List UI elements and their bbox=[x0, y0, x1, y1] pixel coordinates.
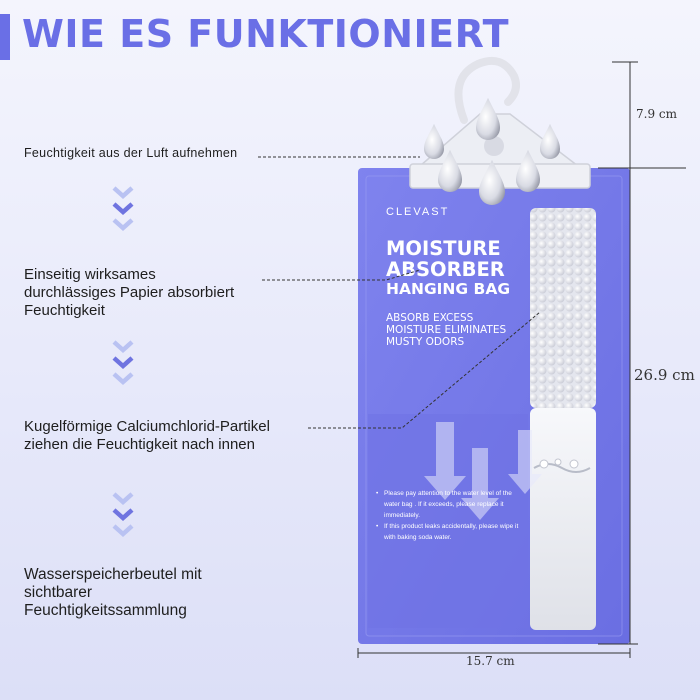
step-3-line-2: ziehen die Feuchtigkeit nach innen bbox=[24, 436, 255, 453]
step-4-line-1: Wasserspeicherbeutel mit bbox=[24, 566, 202, 583]
chevron-down-icon bbox=[108, 340, 138, 390]
step-2-line-1: Einseitig wirksames bbox=[24, 266, 156, 283]
step-1-text: Feuchtigkeit aus der Luft aufnehmen bbox=[24, 144, 237, 162]
product-subtitle-line-3: MUSTY ODORS bbox=[386, 336, 465, 348]
step-4-line-3: Feuchtigkeitssammlung bbox=[24, 602, 187, 619]
chevron-down-icon bbox=[108, 492, 138, 542]
page-title: WIE ES FUNKTIONIERT bbox=[22, 12, 510, 56]
bag-height-label: 26.9 cm bbox=[634, 366, 695, 384]
hook-height-label: 7.9 cm bbox=[636, 107, 677, 121]
step-2-line-2: durchlässiges Papier absorbiert bbox=[24, 284, 235, 301]
step-1-line-1: Feuchtigkeit aus der Luft aufnehmen bbox=[24, 146, 238, 160]
step-4-text: Wasserspeicherbeutel mit sichtbarer Feuc… bbox=[24, 566, 202, 620]
product-subtitle: ABSORB EXCESS MOISTURE ELIMINATES MUSTY … bbox=[386, 312, 506, 348]
product-note-2: If this product leaks accidentally, plea… bbox=[376, 521, 526, 543]
chevron-down-icon bbox=[108, 186, 138, 236]
step-4-line-2: sichtbarer bbox=[24, 584, 93, 601]
step-3-line-1: Kugelförmige Calciumchlorid-Partikel bbox=[24, 418, 270, 435]
product-title-line-1: MOISTURE bbox=[386, 237, 501, 260]
step-2-text: Einseitig wirksames durchlässiges Papier… bbox=[24, 266, 234, 320]
step-2-line-3: Feuchtigkeit bbox=[24, 302, 105, 319]
product-note-1: Please pay attention to the water level … bbox=[376, 488, 526, 521]
bag-width-label: 15.7 cm bbox=[466, 654, 515, 668]
product-title-line-3: HANGING BAG bbox=[386, 280, 511, 298]
step-3-text: Kugelförmige Calciumchlorid-Partikel zie… bbox=[24, 418, 270, 454]
leader-line-2 bbox=[262, 269, 421, 281]
product-title: MOISTURE ABSORBER HANGING BAG bbox=[386, 238, 510, 298]
brand-logo: CLEVAST bbox=[386, 206, 450, 218]
dimension-lines bbox=[357, 61, 686, 658]
hanger-icon bbox=[409, 57, 591, 205]
product-notes: Please pay attention to the water level … bbox=[376, 488, 526, 543]
product-subtitle-line-1: ABSORB EXCESS bbox=[386, 312, 474, 324]
water-drop-icon bbox=[424, 98, 560, 205]
product-title-line-2: ABSORBER bbox=[386, 258, 505, 281]
title-accent-bar bbox=[0, 14, 10, 60]
product-subtitle-line-2: MOISTURE ELIMINATES bbox=[386, 324, 507, 336]
leader-line-3 bbox=[308, 311, 541, 429]
